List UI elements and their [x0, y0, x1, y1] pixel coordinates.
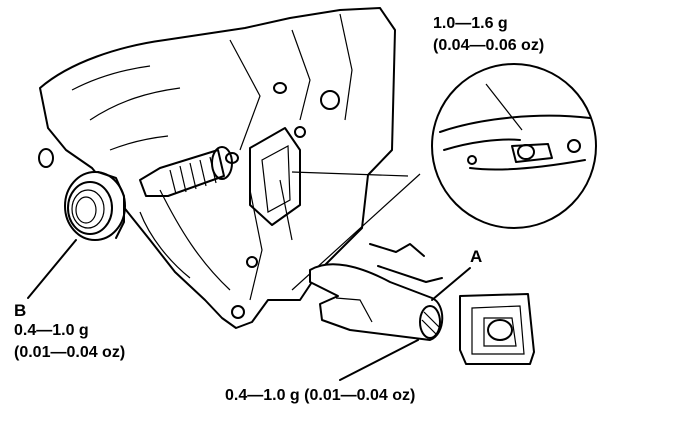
fork-grease-label: 0.4—1.0 g (0.01—0.04 oz): [225, 387, 416, 404]
arrow-to-fork-grease: [339, 339, 419, 381]
bearing-grease-label: 0.4—1.0 g: [14, 322, 89, 339]
detail-leader-line: [291, 171, 409, 177]
fork-boot: [459, 293, 535, 365]
arrow-to-part-a: [431, 267, 471, 301]
input-shaft: [139, 146, 233, 197]
transmission-housing: [38, 7, 396, 329]
detail-grease-oz-label: (0.04—0.06 oz): [433, 37, 545, 54]
part-a-label: A: [470, 247, 483, 266]
bearing-grease-oz-label: (0.01—0.04 oz): [14, 344, 126, 361]
part-b-label: B: [14, 301, 27, 320]
arrow-to-bearing: [27, 239, 77, 299]
release-bearing: [64, 171, 126, 241]
detail-grease-label: 1.0—1.6 g: [433, 15, 508, 32]
release-fork: [309, 243, 444, 341]
detail-magnifier: [431, 63, 597, 229]
